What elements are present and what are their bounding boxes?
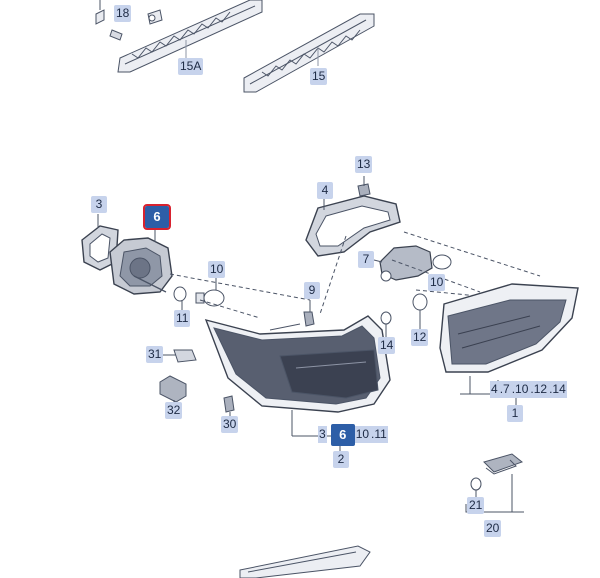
trim-strip-shape [239, 545, 371, 578]
license-plate-light-shape [465, 453, 524, 513]
callout-30[interactable]: 30 [221, 416, 239, 433]
group1-item-4[interactable]: .14 [548, 381, 567, 398]
screw-top-icon [95, 0, 163, 41]
seal-4-shape [305, 195, 401, 257]
screw-9-icon [303, 300, 315, 327]
callout-18[interactable]: 18 [114, 5, 132, 22]
bulb-12-icon [412, 293, 428, 330]
group2-item-10[interactable]: 10 [354, 426, 371, 443]
callout-32[interactable]: 32 [165, 402, 183, 419]
callout-15a[interactable]: 15A [178, 58, 204, 75]
group1-item-2[interactable]: .10 [510, 381, 530, 398]
bulb-11-icon [173, 286, 187, 312]
group2-item-11[interactable]: .11 [370, 426, 388, 443]
bulb-14-icon [380, 311, 392, 338]
clip-30-icon [223, 395, 235, 420]
callout-9[interactable]: 9 [304, 282, 320, 299]
bulb-holder-7-shape [373, 245, 452, 282]
callout-2[interactable]: 2 [333, 451, 349, 468]
tail-lamp-outer-shape [204, 315, 391, 436]
callout-4[interactable]: 4 [317, 182, 333, 199]
callout-12[interactable]: 12 [411, 329, 429, 346]
callout-group-1: 4 .7 .10 .12 .14 [490, 381, 567, 398]
callout-group-2: 3 6 10 .11 [318, 423, 388, 446]
callout-20[interactable]: 20 [484, 520, 502, 537]
callout-3[interactable]: 3 [91, 196, 107, 213]
group1-item-1[interactable]: .7 [498, 381, 511, 398]
callout-15[interactable]: 15 [310, 68, 328, 85]
light-strip-15a-shape [117, 0, 263, 73]
gasket-3-shape [81, 214, 119, 271]
tail-lamp-inner-shape [439, 283, 579, 394]
callout-10-left[interactable]: 10 [208, 261, 226, 278]
callout-21[interactable]: 21 [467, 497, 485, 514]
callout-6-selected[interactable]: 6 [143, 204, 171, 230]
group2-item-6-selected[interactable]: 6 [330, 423, 355, 446]
callout-10-right[interactable]: 10 [428, 274, 446, 291]
callout-14[interactable]: 14 [378, 337, 396, 354]
group2-item-3[interactable]: 3 [318, 426, 327, 443]
bulb-holder-6-shape [109, 230, 173, 295]
callout-11[interactable]: 11 [174, 310, 191, 327]
group1-item-0[interactable]: 4 [490, 381, 499, 398]
callout-31[interactable]: 31 [146, 346, 164, 363]
callout-7[interactable]: 7 [358, 251, 374, 268]
light-strip-15-shape [243, 13, 375, 93]
callout-13[interactable]: 13 [355, 156, 373, 173]
callout-1[interactable]: 1 [507, 405, 523, 422]
screw-13-icon [357, 176, 371, 197]
bolt-31-icon [162, 349, 197, 363]
bulb-10-left-icon [195, 278, 225, 307]
group1-item-3[interactable]: .12 [529, 381, 549, 398]
